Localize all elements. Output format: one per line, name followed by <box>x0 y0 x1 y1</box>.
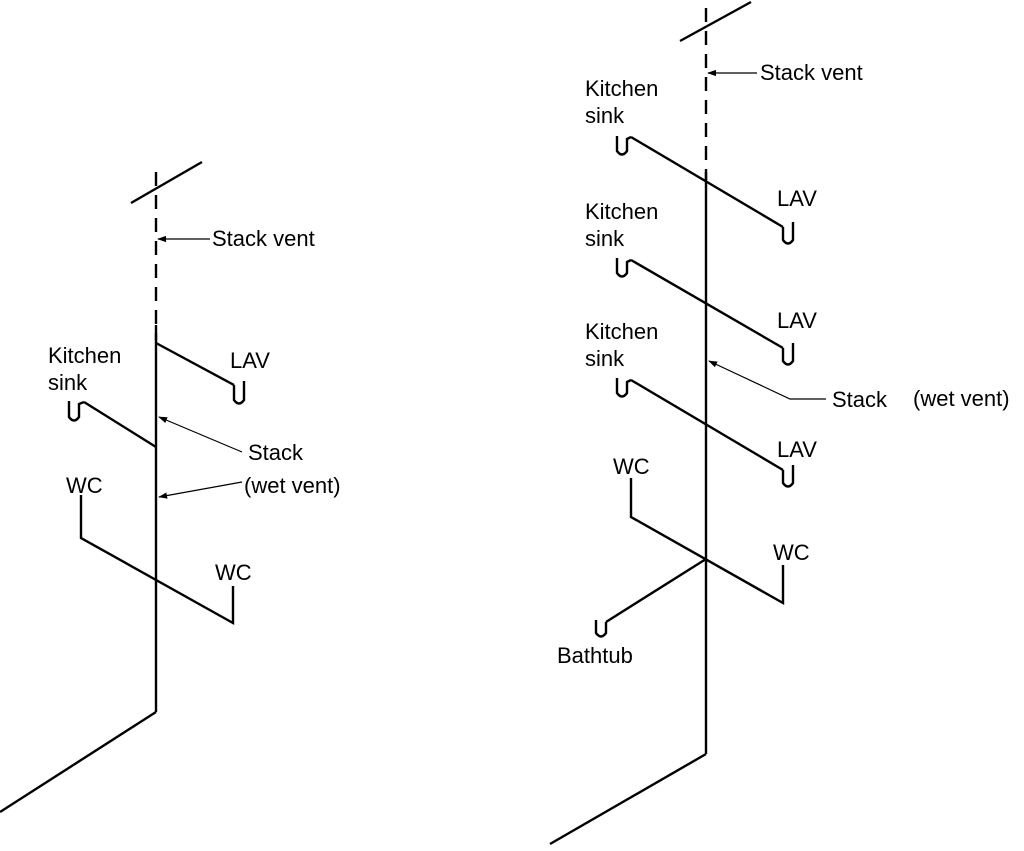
left-vent-break-mark <box>130 160 203 205</box>
right-lav-3-label: LAV <box>777 437 817 462</box>
left-wc-label-left: WC <box>66 473 103 498</box>
right-wc-branch <box>629 478 785 606</box>
right-lav-1-trap <box>781 222 795 245</box>
left-kitchen-sink-label-line1: Kitchen <box>48 343 121 368</box>
right-kitchen-sink-3-label-line2: sink <box>585 346 625 371</box>
left-building-drain <box>0 710 157 814</box>
right-branch-3 <box>630 378 784 472</box>
left-stack-vent-label: Stack vent <box>212 226 315 251</box>
right-stack-leader <box>708 360 826 400</box>
left-kitchen-sink-branch <box>83 400 157 449</box>
right-diagram: Stack vent Kitchen sink LAV Kitchen sink… <box>549 0 1010 846</box>
right-stack-label: Stack <box>832 387 888 412</box>
right-kitchen-sink-2-label-line1: Kitchen <box>585 199 658 224</box>
right-vent-break-mark <box>679 0 752 43</box>
right-wc-label-left: WC <box>613 454 650 479</box>
right-lav-2-trap <box>781 343 795 366</box>
left-lav-label: LAV <box>230 348 270 373</box>
left-stack-leader-lower <box>158 481 243 499</box>
right-kitchen-sink-3-trap <box>615 378 632 398</box>
left-stack-leader-upper <box>158 416 243 453</box>
left-wc-branch <box>79 495 235 626</box>
left-kitchen-sink-label-line2: sink <box>48 370 88 395</box>
left-wc-label-right: WC <box>215 560 252 585</box>
right-kitchen-sink-3-label-line1: Kitchen <box>585 319 658 344</box>
right-branch-2 <box>630 258 784 350</box>
right-building-drain <box>549 752 707 846</box>
right-wc-label-right: WC <box>773 540 810 565</box>
right-kitchen-sink-2-trap <box>615 258 632 278</box>
right-wet-vent-label: (wet vent) <box>913 386 1010 411</box>
right-kitchen-sink-1-trap <box>615 135 632 156</box>
left-lav-branch <box>155 341 235 387</box>
right-lav-1-label: LAV <box>777 186 817 211</box>
right-branch-1 <box>630 135 784 229</box>
left-stack-label: Stack <box>248 440 304 465</box>
right-stack-vent-label: Stack vent <box>760 60 863 85</box>
left-diagram: Stack vent Kitchen sink LAV Stack (wet v… <box>0 160 341 814</box>
right-kitchen-sink-1-label-line1: Kitchen <box>585 76 658 101</box>
right-lav-3-trap <box>781 465 795 488</box>
right-lav-2-label: LAV <box>777 308 817 333</box>
right-kitchen-sink-2-label-line2: sink <box>585 226 625 251</box>
left-wet-vent-label: (wet vent) <box>244 473 341 498</box>
left-lav-trap <box>232 381 246 405</box>
right-bathtub-trap <box>594 620 608 638</box>
right-bathtub-label: Bathtub <box>557 643 633 668</box>
right-kitchen-sink-1-label-line2: sink <box>585 103 625 128</box>
left-kitchen-sink-trap <box>67 400 85 422</box>
right-bathtub-branch <box>605 557 707 624</box>
